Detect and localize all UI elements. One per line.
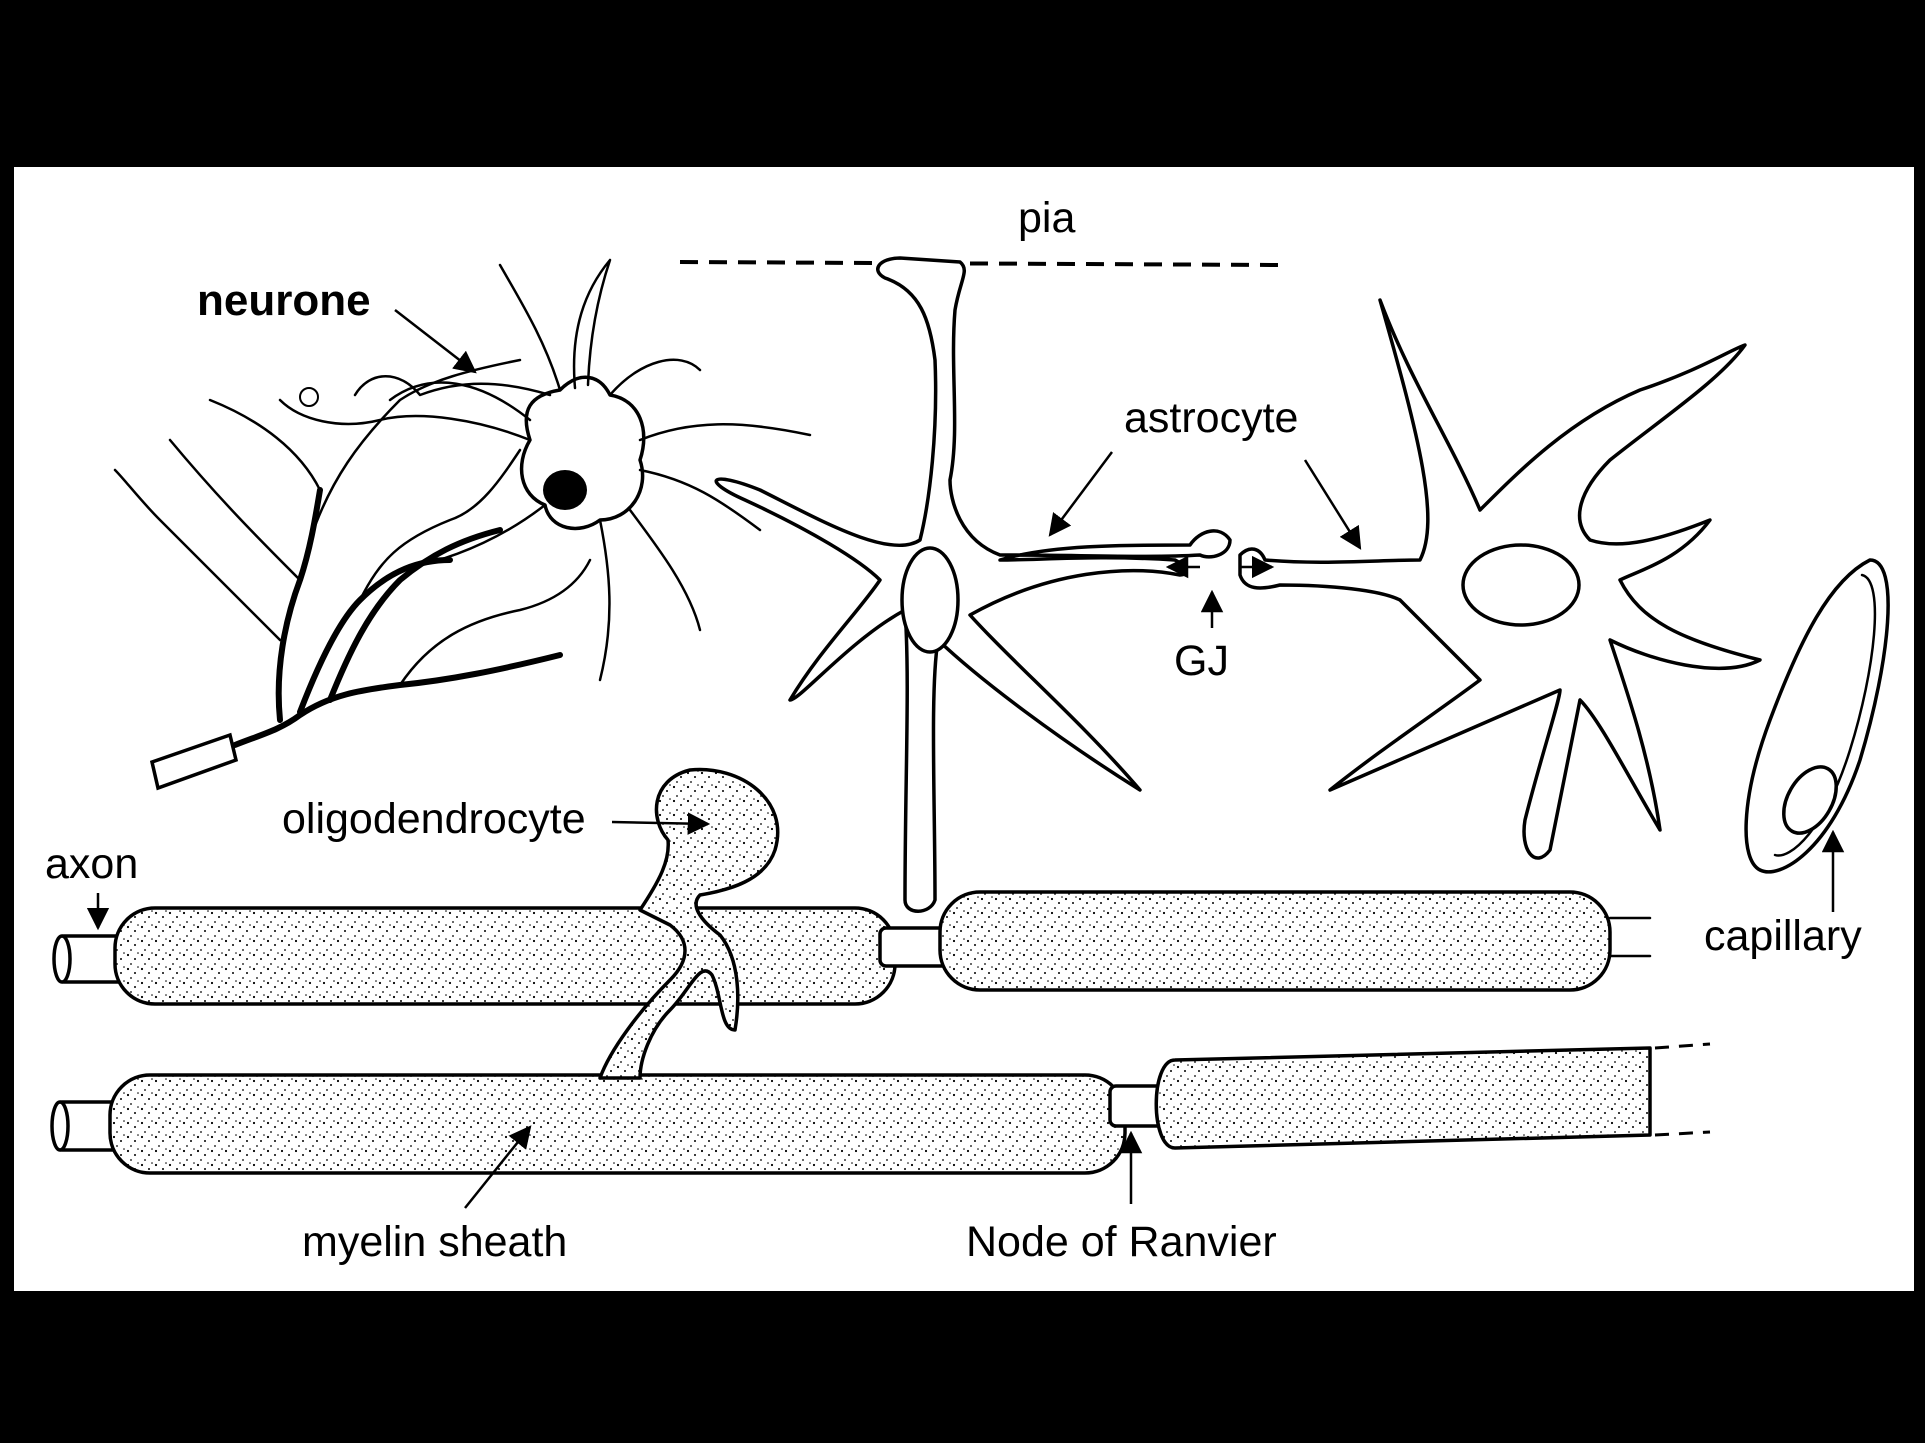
gj-label: GJ	[1174, 637, 1229, 685]
astrocyte-label: astrocyte	[1124, 394, 1298, 442]
capillary-label: capillary	[1704, 912, 1862, 960]
pia-label: pia	[1018, 194, 1075, 242]
neurone-label: neurone	[197, 276, 371, 325]
node-of-ranvier-label: Node of Ranvier	[966, 1218, 1277, 1266]
oligodendrocyte-label: oligodendrocyte	[282, 795, 586, 843]
upper-myelinated-axon	[54, 892, 1650, 1004]
axon-label: axon	[45, 840, 138, 888]
myelin-sheath-label: myelin sheath	[302, 1218, 567, 1266]
